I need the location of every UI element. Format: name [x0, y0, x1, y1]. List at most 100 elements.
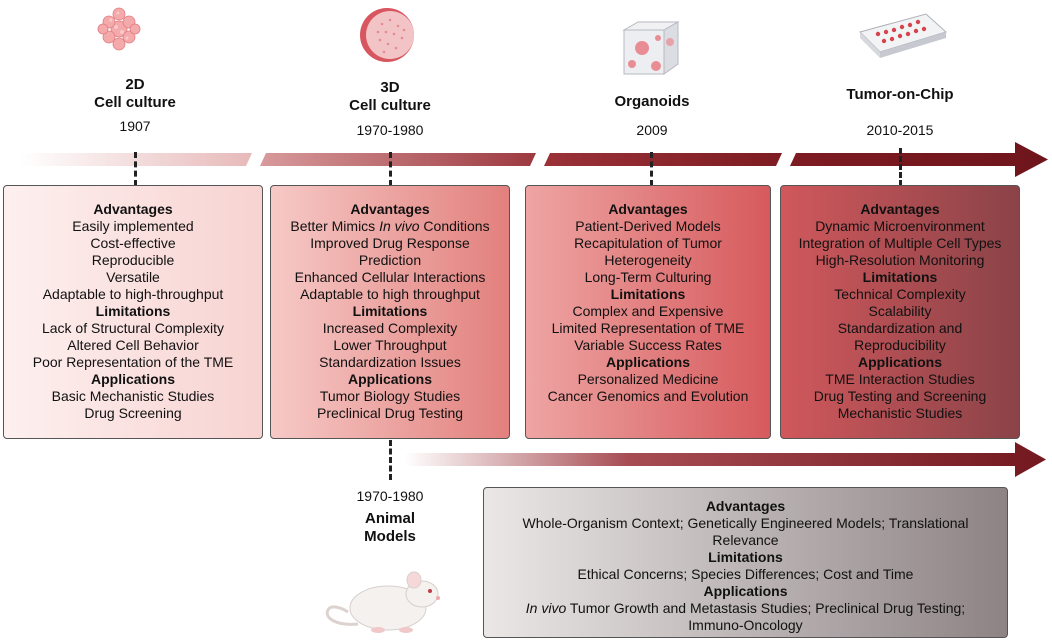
animal-year: 1970-1980 [356, 488, 424, 504]
organoid-cube-icon [622, 21, 680, 75]
timeline-segment-4 [790, 142, 1048, 177]
application-italic-text: In vivo [525, 600, 567, 616]
advantage-item: Prediction [358, 252, 422, 268]
stage-2d-year: 1907 [119, 118, 151, 134]
limitation-item: Scalability [868, 303, 932, 319]
animal-title: Animal Models [330, 510, 450, 546]
limitation-item: Lack of Structural Complexity [41, 320, 225, 336]
limitation-item: Standardization Issues [319, 354, 461, 370]
limitation-item: Limited Representation of TME [551, 320, 745, 336]
advantage-item: Whole-Organism Context; Genetically Engi… [522, 515, 969, 531]
advantage-item: Reproducible [91, 252, 175, 268]
limitation-item: Ethical Concerns; Species Differences; C… [577, 566, 914, 582]
application-item: Tumor Biology Studies [319, 388, 461, 404]
stage-chip-year: 2010-2015 [866, 122, 934, 138]
application-item: Cancer Genomics and Evolution [547, 388, 749, 404]
stage-chip-box: Advantages Dynamic Microenvironment Inte… [780, 185, 1020, 439]
timeline-arrow [20, 142, 1048, 177]
applications-heading: Applications [347, 371, 432, 387]
limitation-item: Variable Success Rates [574, 337, 722, 353]
stage-3d-title: 3D Cell culture [310, 79, 470, 115]
applications-heading: Applications [90, 371, 175, 387]
advantages-heading: Advantages [350, 201, 430, 217]
timeline-segment-2 [260, 153, 536, 166]
stage-organoids-title: Organoids [614, 93, 690, 110]
stage-organoids-box: Advantages Patient-Derived Models Recapi… [525, 185, 771, 439]
limitation-item: Lower Throughput [333, 337, 447, 353]
advantages-heading: Advantages [705, 498, 786, 514]
advantage-item: Enhanced Cellular Interactions [294, 269, 486, 285]
advantage-italic-text: In vivo [379, 218, 420, 234]
advantage-item: Recapitulation of Tumor [574, 235, 722, 251]
limitation-item: Reproducibility [854, 337, 946, 353]
advantage-item: Adaptable to high throughput [300, 286, 480, 302]
advantage-text: Better Mimics [290, 218, 380, 234]
stage-3d-box: Advantages Better Mimics In vivo Conditi… [270, 185, 510, 439]
connector-organoids [650, 152, 653, 186]
limitation-item: Technical Complexity [834, 286, 966, 302]
advantage-item: Patient-Derived Models [575, 218, 721, 234]
application-item: Basic Mechanistic Studies [51, 388, 215, 404]
limitation-item: Altered Cell Behavior [67, 337, 199, 353]
connector-3d [389, 152, 392, 186]
applications-heading: Applications [857, 354, 942, 370]
application-item: In vivo Tumor Growth and Metastasis Stud… [484, 600, 1007, 617]
timeline-segment-3 [544, 153, 782, 166]
stage-2d-title-line1: 2D [125, 76, 145, 93]
limitations-heading: Limitations [708, 549, 783, 565]
limitation-item: Complex and Expensive [572, 303, 724, 319]
advantages-heading: Advantages [860, 201, 940, 217]
cell-cluster-2d-icon [97, 7, 141, 51]
mouse-icon [325, 571, 440, 633]
connector-chip [899, 148, 902, 186]
stage-chip-title: Tumor-on-Chip [846, 86, 954, 103]
advantage-item: Better Mimics In vivo Conditions [271, 218, 509, 235]
application-item: Personalized Medicine [577, 371, 719, 387]
animal-title-line1: Animal [364, 510, 415, 527]
limitation-item: Increased Complexity [322, 320, 458, 336]
stage-3d-title-line1: 3D [380, 79, 400, 96]
stage-3d-title-line2: Cell culture [349, 97, 431, 114]
limitations-heading: Limitations [352, 303, 428, 319]
connector-animal [389, 440, 392, 480]
application-item: Drug Screening [84, 405, 182, 421]
stage-3d-year: 1970-1980 [356, 122, 424, 138]
advantage-text: Conditions [419, 218, 490, 234]
advantages-heading: Advantages [93, 201, 173, 217]
advantage-item: Dynamic Microenvironment [815, 218, 985, 234]
limitations-heading: Limitations [95, 303, 171, 319]
application-item: Preclinical Drug Testing [316, 405, 464, 421]
animal-models-box: Advantages Whole-Organism Context; Genet… [483, 487, 1008, 638]
application-item: Drug Testing and Screening [813, 388, 987, 404]
advantage-item: High-Resolution Monitoring [815, 252, 985, 268]
stage-2d-title-line2: Cell culture [94, 94, 176, 111]
advantages-heading: Advantages [608, 201, 688, 217]
advantage-item: Heterogeneity [604, 252, 692, 268]
application-text: Tumor Growth and Metastasis Studies; Pre… [566, 600, 966, 616]
limitations-heading: Limitations [610, 286, 686, 302]
connector-2d [134, 152, 137, 186]
limitation-item: Poor Representation of the TME [32, 354, 234, 370]
animal-timeline-arrow [405, 442, 1046, 477]
advantage-item: Easily implemented [72, 218, 194, 234]
advantage-item: Adaptable to high-throughput [42, 286, 224, 302]
application-item: Immuno-Oncology [688, 617, 803, 633]
stage-2d-box: Advantages Easily implemented Cost-effec… [3, 185, 263, 439]
stage-2d-title: 2D Cell culture [55, 76, 215, 112]
application-item: Mechanistic Studies [837, 405, 963, 421]
microfluidic-chip-icon [859, 13, 947, 58]
stage-organoids-year: 2009 [636, 122, 668, 138]
limitations-heading: Limitations [862, 269, 938, 285]
advantage-item: Improved Drug Response [310, 235, 470, 251]
advantage-item: Long-Term Culturing [584, 269, 712, 285]
application-item: TME Interaction Studies [825, 371, 975, 387]
advantage-item: Integration of Multiple Cell Types [798, 235, 1002, 251]
spheroid-3d-icon [360, 8, 414, 62]
advantage-item: Cost-effective [90, 235, 176, 251]
applications-heading: Applications [605, 354, 690, 370]
advantage-item: Relevance [712, 532, 779, 548]
applications-heading: Applications [703, 583, 788, 599]
limitation-item: Standardization and [837, 320, 963, 336]
animal-title-line2: Models [364, 528, 416, 545]
advantage-item: Versatile [106, 269, 160, 285]
